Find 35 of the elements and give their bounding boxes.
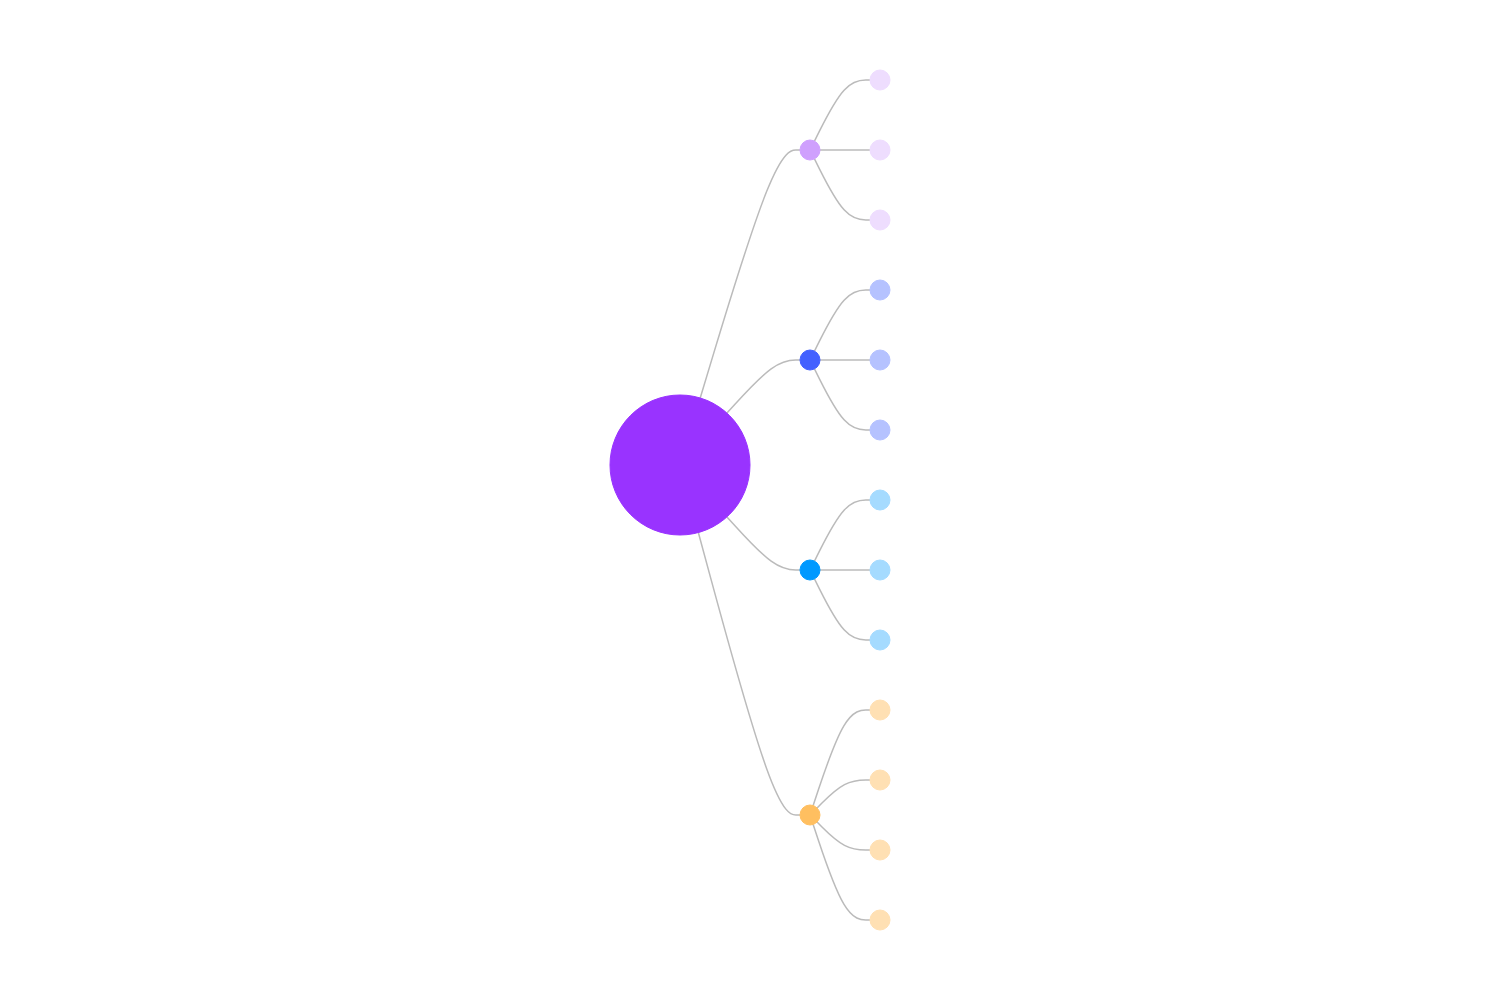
connector xyxy=(816,779,871,809)
node-circle xyxy=(869,489,891,511)
node-circle xyxy=(869,419,891,441)
connector xyxy=(819,569,871,571)
connector xyxy=(699,149,801,399)
node-circle xyxy=(869,629,891,651)
connector xyxy=(813,578,871,641)
connector xyxy=(813,289,871,352)
node-circle xyxy=(869,139,891,161)
node-circle xyxy=(799,804,821,826)
node-circle xyxy=(869,69,891,91)
node-circle xyxy=(869,909,891,931)
node-circle xyxy=(869,279,891,301)
node-circle xyxy=(869,559,891,581)
node-circle xyxy=(799,559,821,581)
connector xyxy=(813,158,871,221)
connector xyxy=(813,499,871,562)
node-circle xyxy=(869,839,891,861)
node-circle xyxy=(869,209,891,231)
connector xyxy=(812,709,871,807)
connector xyxy=(812,823,871,921)
node-circle xyxy=(869,769,891,791)
connector xyxy=(813,79,871,142)
node-circle xyxy=(869,699,891,721)
node-circle xyxy=(799,349,821,371)
node-circle xyxy=(799,139,821,161)
connector xyxy=(697,531,801,816)
connector xyxy=(816,821,871,851)
connector xyxy=(819,359,871,361)
connector xyxy=(726,359,801,414)
node-circle xyxy=(609,394,751,536)
connector xyxy=(813,368,871,431)
node-circle xyxy=(869,349,891,371)
connector xyxy=(726,516,801,571)
connector xyxy=(819,149,871,151)
